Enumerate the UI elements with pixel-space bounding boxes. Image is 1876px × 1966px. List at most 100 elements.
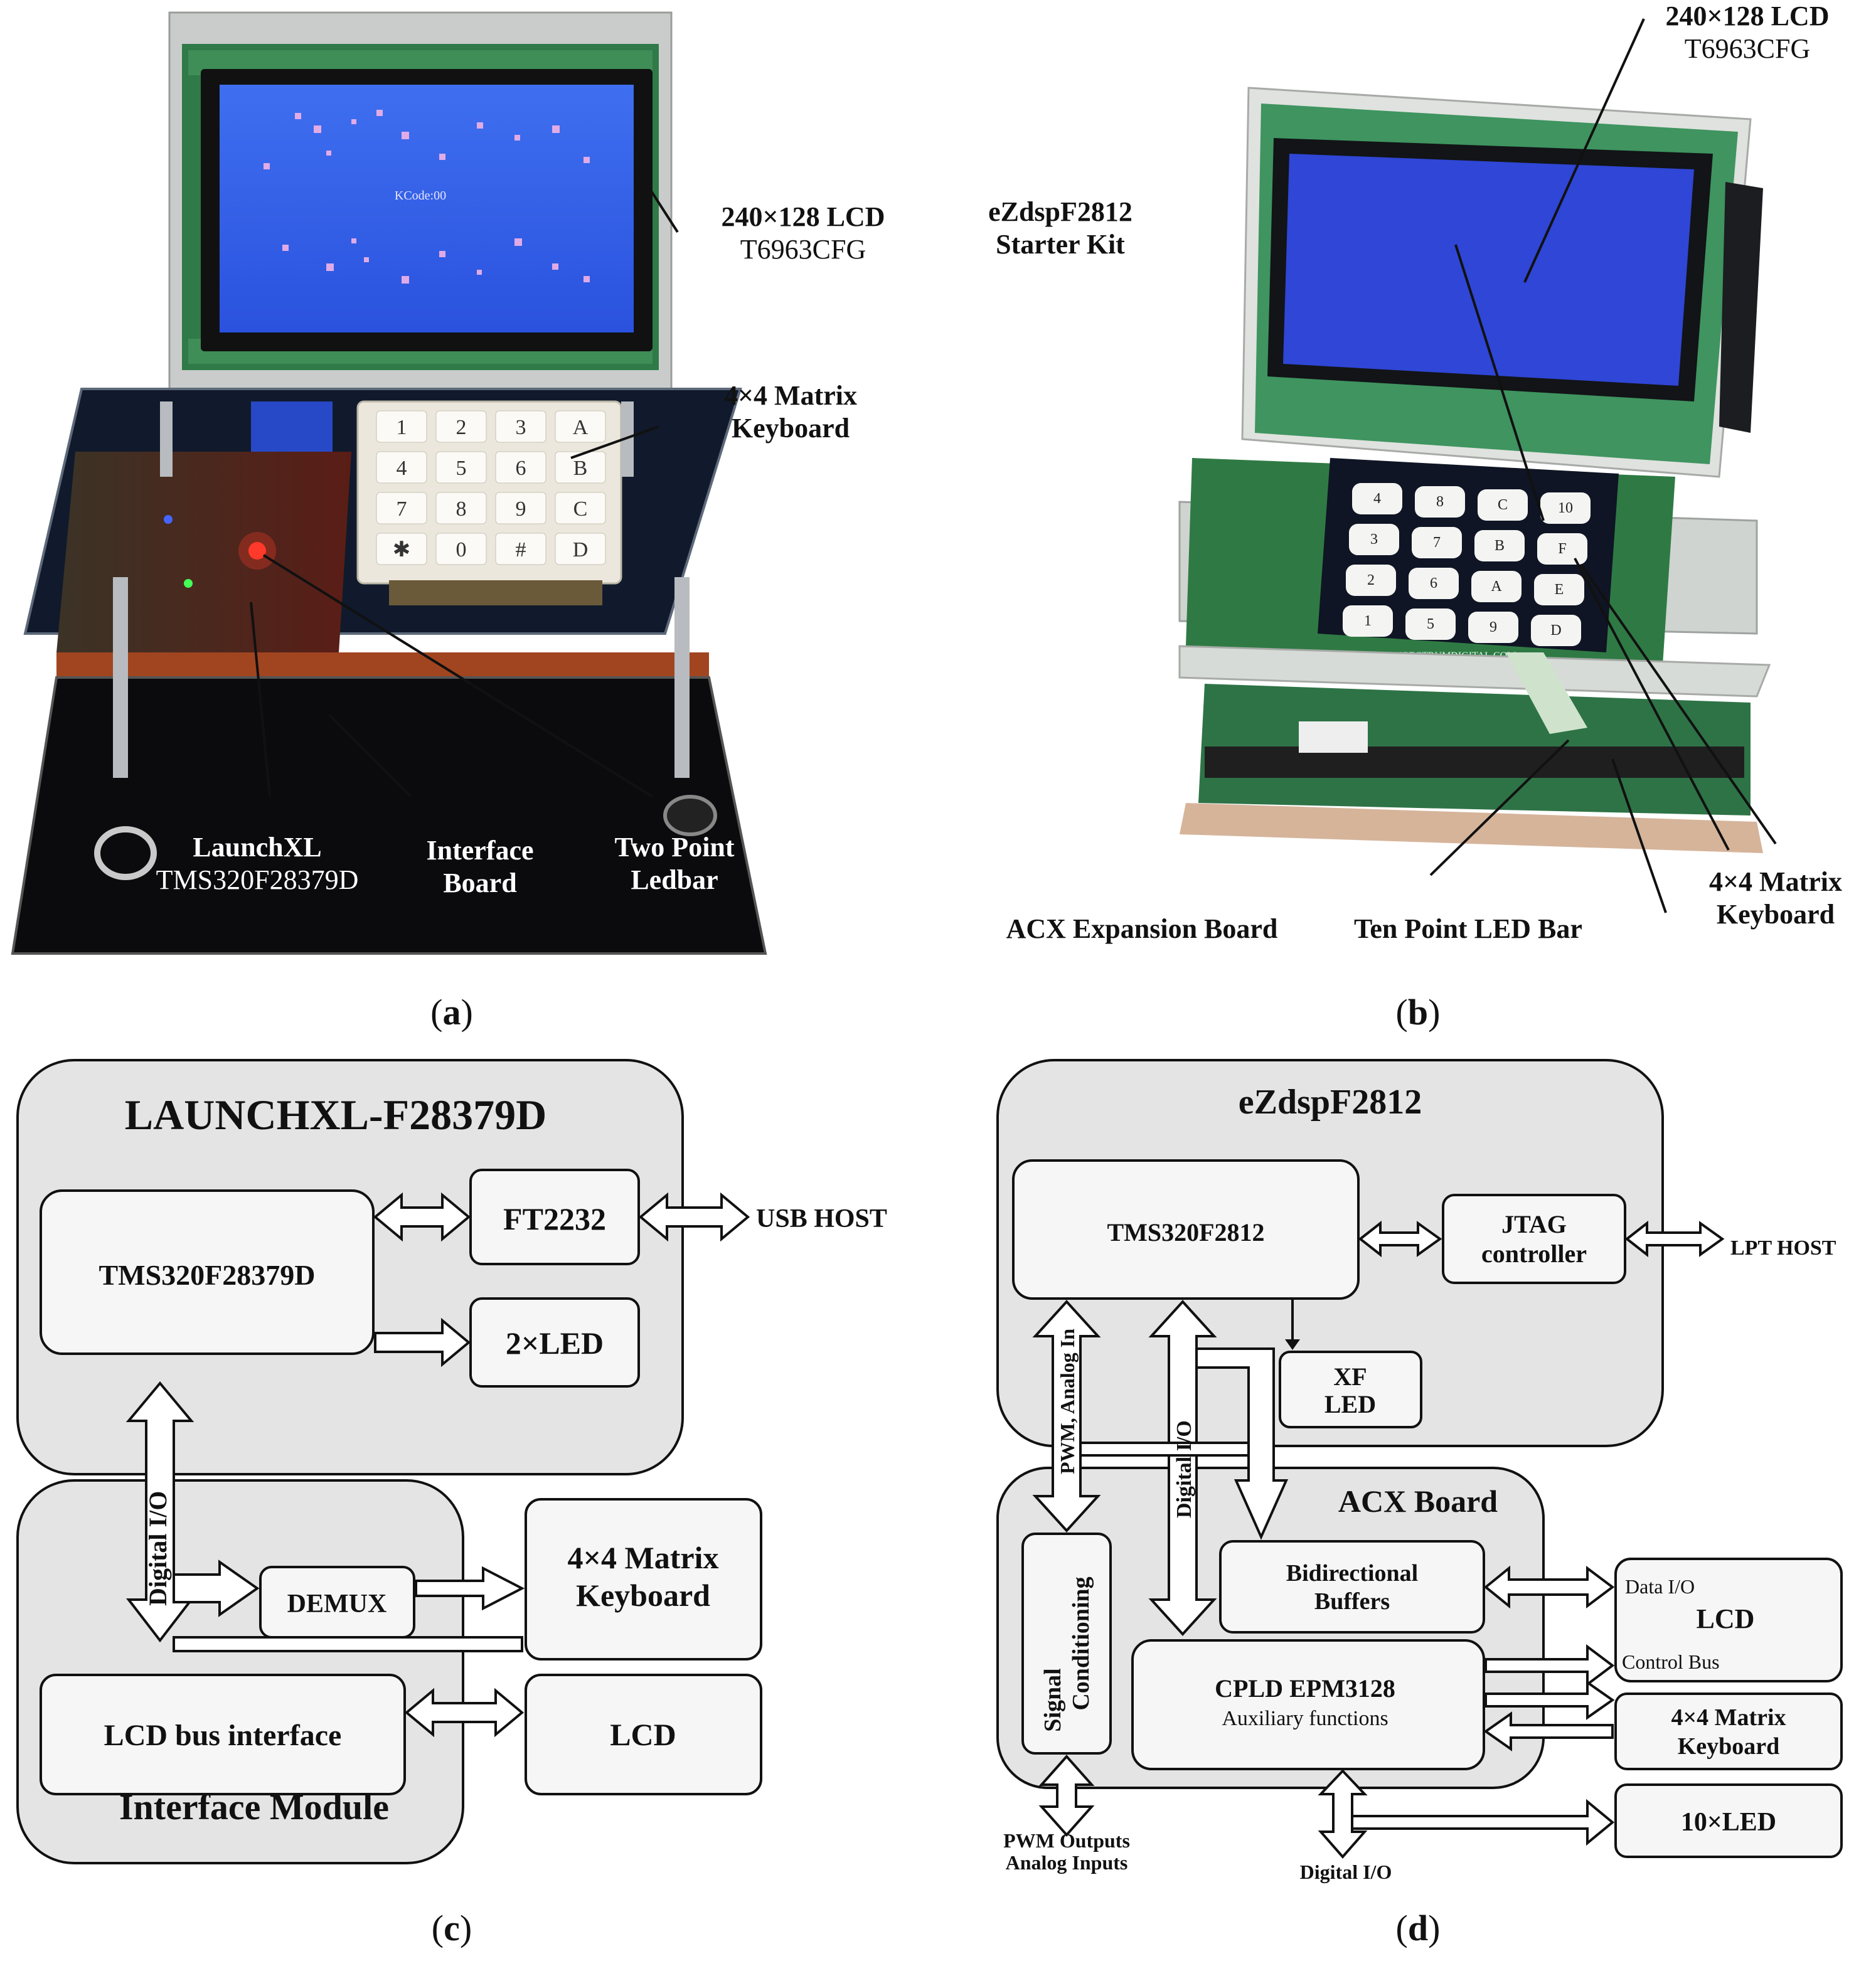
ten-point-ledbar-label: Ten Point LED Bar <box>1354 913 1582 944</box>
tms28379-label: TMS320F28379D <box>99 1259 316 1291</box>
lcd-label-a: 240×128 LCD T6963CFG <box>693 201 913 266</box>
lcd-screen-a <box>220 85 634 332</box>
interface-board-label-line2: Board <box>443 867 517 898</box>
tms28379-box <box>40 1189 375 1355</box>
key-a-11: 9 <box>516 497 526 521</box>
pwm-outputs-line2: Analog Inputs <box>1006 1851 1128 1874</box>
lcd-screen-b <box>1283 154 1694 386</box>
lcd-control-bus-label: Control Bus <box>1622 1650 1720 1673</box>
arrow-digital-io-bottom <box>1318 1769 1368 1859</box>
caption-c-letter: c <box>444 1908 460 1948</box>
key-b-9: 2 <box>1367 572 1375 588</box>
caption-a: (a) <box>430 992 473 1033</box>
ft2232-label: FT2232 <box>503 1201 606 1236</box>
lcd-label-b: 240×128 LCD T6963CFG <box>1631 0 1863 65</box>
signal-conditioning-box <box>1021 1533 1112 1755</box>
usb-host-label: USB HOST <box>756 1204 887 1233</box>
xf-led-line2: LED <box>1324 1390 1376 1418</box>
caption-c: (c) <box>431 1908 472 1948</box>
starter-kit-label-line2: Starter Kit <box>996 228 1125 260</box>
starter-kit-label-line1: eZdspF2812 <box>988 196 1133 227</box>
key-a-10: 8 <box>456 497 467 521</box>
launchxl-title: LAUNCHXL-F28379D <box>125 1091 546 1139</box>
keypad-label-b: 4×4 Matrix Keyboard <box>1681 866 1870 931</box>
lcd-label-b-line1: 240×128 LCD <box>1665 1 1830 31</box>
lcd-label-a-line1: 240×128 LCD <box>721 201 885 232</box>
ezdsp-title: eZdspF2812 <box>1239 1083 1422 1122</box>
launchxl-label-line2: TMS320F28379D <box>156 864 359 895</box>
jtag-box <box>1442 1194 1626 1284</box>
arrow-ft-usb <box>638 1192 750 1242</box>
ledbar-label-a-line2: Ledbar <box>631 864 718 895</box>
digital-io-d-vertical-label: Digital I/O <box>1173 1420 1196 1518</box>
keypad-a-keys: 1 2 3 A 4 5 6 B 7 8 9 C ✱ 0 # D <box>376 410 606 565</box>
key-b-3: C <box>1498 497 1508 513</box>
digital-io-c-label: Digital I/O <box>144 1491 172 1606</box>
launchxl-label-line1: LaunchXL <box>193 832 322 863</box>
key-b-12: E <box>1555 582 1564 598</box>
key-b-4: 10 <box>1558 500 1573 516</box>
arrow-digital-io-d <box>1148 1300 1217 1636</box>
pwm-outputs-line1: PWM Outputs <box>1003 1829 1130 1852</box>
lcd-c-label: LCD <box>610 1717 676 1752</box>
arrow-keyboard-cpld <box>1483 1711 1614 1751</box>
keyboard-d-line1: 4×4 Matrix <box>1671 1704 1786 1731</box>
interface-board-label: Interface Board <box>402 834 558 900</box>
arrow-to-demux <box>173 1560 260 1617</box>
lcd-data-io-label: Data I/O <box>1625 1575 1695 1598</box>
keypad-label-b-line1: 4×4 Matrix <box>1708 866 1842 897</box>
key-b-10: 6 <box>1430 575 1437 592</box>
tms2812-box <box>1012 1159 1360 1300</box>
arrow-bidir-lcd <box>1483 1565 1615 1609</box>
arrow-digital-io-c <box>125 1381 195 1643</box>
xf-led-line1: XF <box>1333 1363 1367 1391</box>
key-a-2: 2 <box>456 416 467 439</box>
key-b-16: D <box>1550 622 1561 639</box>
led10-box <box>1614 1783 1843 1858</box>
caption-d-letter: d <box>1407 1908 1429 1948</box>
keypad-b-keys: 4 8 C 10 3 7 B F 2 6 A E 1 5 9 D <box>1343 483 1591 646</box>
ledbar-label-a: Two Point Ledbar <box>593 831 756 896</box>
key-a-15: # <box>516 538 526 561</box>
keypad-label-b-line2: Keyboard <box>1716 898 1835 930</box>
lcd-bus-label: LCD bus interface <box>104 1719 342 1752</box>
key-b-6: 7 <box>1433 534 1441 551</box>
digital-io-d-bottom-label: Digital I/O <box>1300 1861 1392 1883</box>
cpld-line2: Auxiliary functions <box>1222 1707 1388 1730</box>
key-b-15: 9 <box>1490 619 1497 635</box>
bus-keyboard-c <box>173 1636 523 1652</box>
key-a-9: 7 <box>397 497 407 521</box>
interface-board-label-line1: Interface <box>426 835 534 866</box>
lcd-d-title: LCD <box>1697 1603 1755 1634</box>
arrow-cpu-led <box>374 1317 471 1368</box>
keypad-label-a: 4×4 Matrix Keyboard <box>690 380 891 445</box>
arrow-cpld-keyboard <box>1484 1680 1615 1720</box>
key-a-16: D <box>573 538 589 561</box>
key-a-8: B <box>573 457 588 480</box>
key-a-1: 1 <box>397 416 407 439</box>
key-b-1: 4 <box>1373 491 1381 507</box>
signal-line2: Conditioning <box>1068 1576 1094 1710</box>
panel-b: 4 8 C 10 3 7 B F 2 6 A E 1 5 9 D WWW.SPE… <box>941 0 1876 1066</box>
arrow-demux-keyboard <box>415 1566 525 1611</box>
signal-line1: Signal <box>1040 1668 1066 1731</box>
key-a-4: A <box>573 416 589 439</box>
ledbar-label-a-line1: Two Point <box>614 832 735 863</box>
key-b-8: F <box>1558 541 1566 557</box>
led2-label: 2×LED <box>506 1326 604 1361</box>
key-a-5: 4 <box>397 457 407 480</box>
panel-c-diagram: LAUNCHXL-F28379D Interface Module TMS320… <box>16 1059 887 1864</box>
key-a-14: 0 <box>456 538 467 561</box>
bidir-line1: Bidirectional <box>1286 1560 1418 1586</box>
key-a-12: C <box>573 497 588 521</box>
key-b-13: 1 <box>1364 613 1372 629</box>
panel-a: KCode:00 1 2 3 A 4 5 6 B 7 8 9 C <box>0 0 941 1033</box>
arrow-cpu-xf-head <box>1285 1339 1300 1350</box>
keypad-label-a-line2: Keyboard <box>731 412 850 444</box>
arrow-to-bidir <box>1195 1347 1289 1540</box>
arrow-cpu-jtag <box>1358 1220 1442 1258</box>
key-a-7: 6 <box>516 457 526 480</box>
arrow-cpld-lcdctrl <box>1484 1644 1615 1687</box>
cpld-line1: CPLD EPM3128 <box>1215 1674 1395 1703</box>
jtag-line1: JTAG <box>1501 1210 1567 1238</box>
